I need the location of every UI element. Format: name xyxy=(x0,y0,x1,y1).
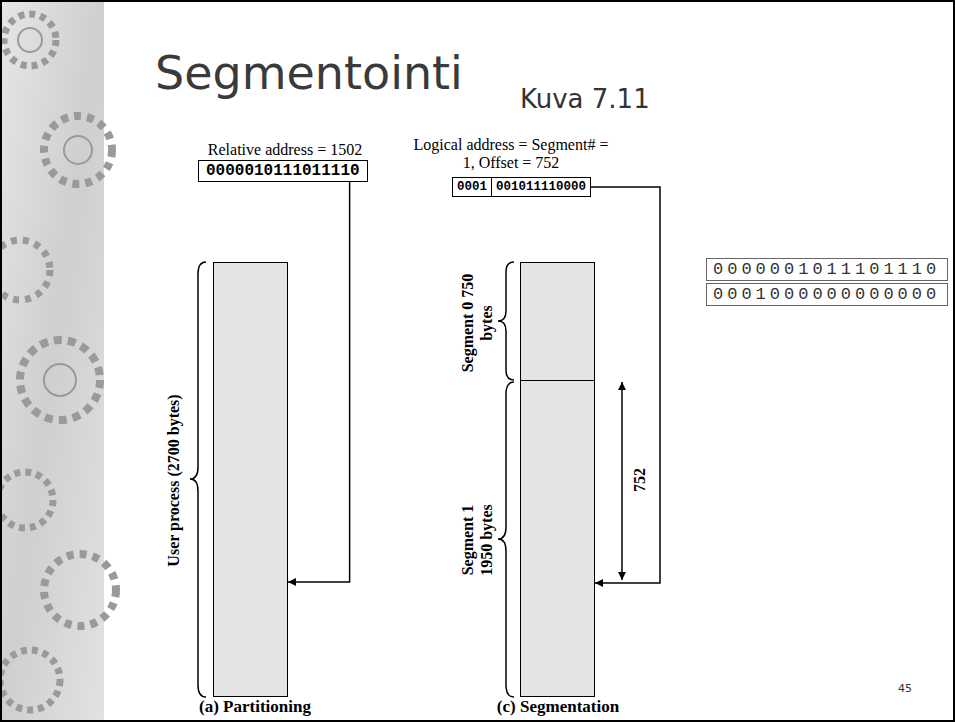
binary-value: 0000001011101110 xyxy=(713,260,941,279)
gear-symbols xyxy=(0,14,116,710)
address-label: Logical address = Segment# = 1, Offset =… xyxy=(413,136,609,172)
brace xyxy=(498,382,514,697)
slide-title: Segmentointi xyxy=(155,46,463,100)
figure-caption: (a) Partitioning xyxy=(155,697,355,717)
address-arrow xyxy=(288,182,350,582)
binary-value: 0000010111011110 xyxy=(206,162,360,180)
address-box: 0000010111011110 xyxy=(198,160,368,182)
address-label: Relative address = 1502 xyxy=(165,141,405,159)
binary-value: 001011110000 xyxy=(492,178,590,196)
segment-block: Segment 0 750 bytes xyxy=(520,262,595,381)
gear-strip xyxy=(0,0,104,722)
dimension-label: 752 xyxy=(631,460,649,500)
dimension-arrow xyxy=(621,382,623,580)
figure-caption: (c) Segmentation xyxy=(458,697,658,717)
binary-value: 0001000000000000 xyxy=(713,285,941,304)
process-block: User process (2700 bytes) xyxy=(213,262,288,697)
binary-box: 0000001011101110 xyxy=(706,258,948,281)
size-label: Segment 0 750 bytes xyxy=(458,273,496,373)
brace xyxy=(498,262,514,380)
binary-value: 0001 xyxy=(453,178,492,196)
brace xyxy=(190,262,206,697)
address-box: 0001001011110000 xyxy=(452,177,591,197)
segment-block: Segment 1 1950 bytes xyxy=(520,380,595,697)
figure-number: Kuva 7.11 xyxy=(520,84,650,114)
address-arrow xyxy=(591,187,660,583)
size-label: User process (2700 bytes) xyxy=(164,261,183,701)
size-label: Segment 1 1950 bytes xyxy=(458,490,496,590)
binary-box: 0001000000000000 xyxy=(706,283,948,306)
page-number: 45 xyxy=(898,682,912,695)
